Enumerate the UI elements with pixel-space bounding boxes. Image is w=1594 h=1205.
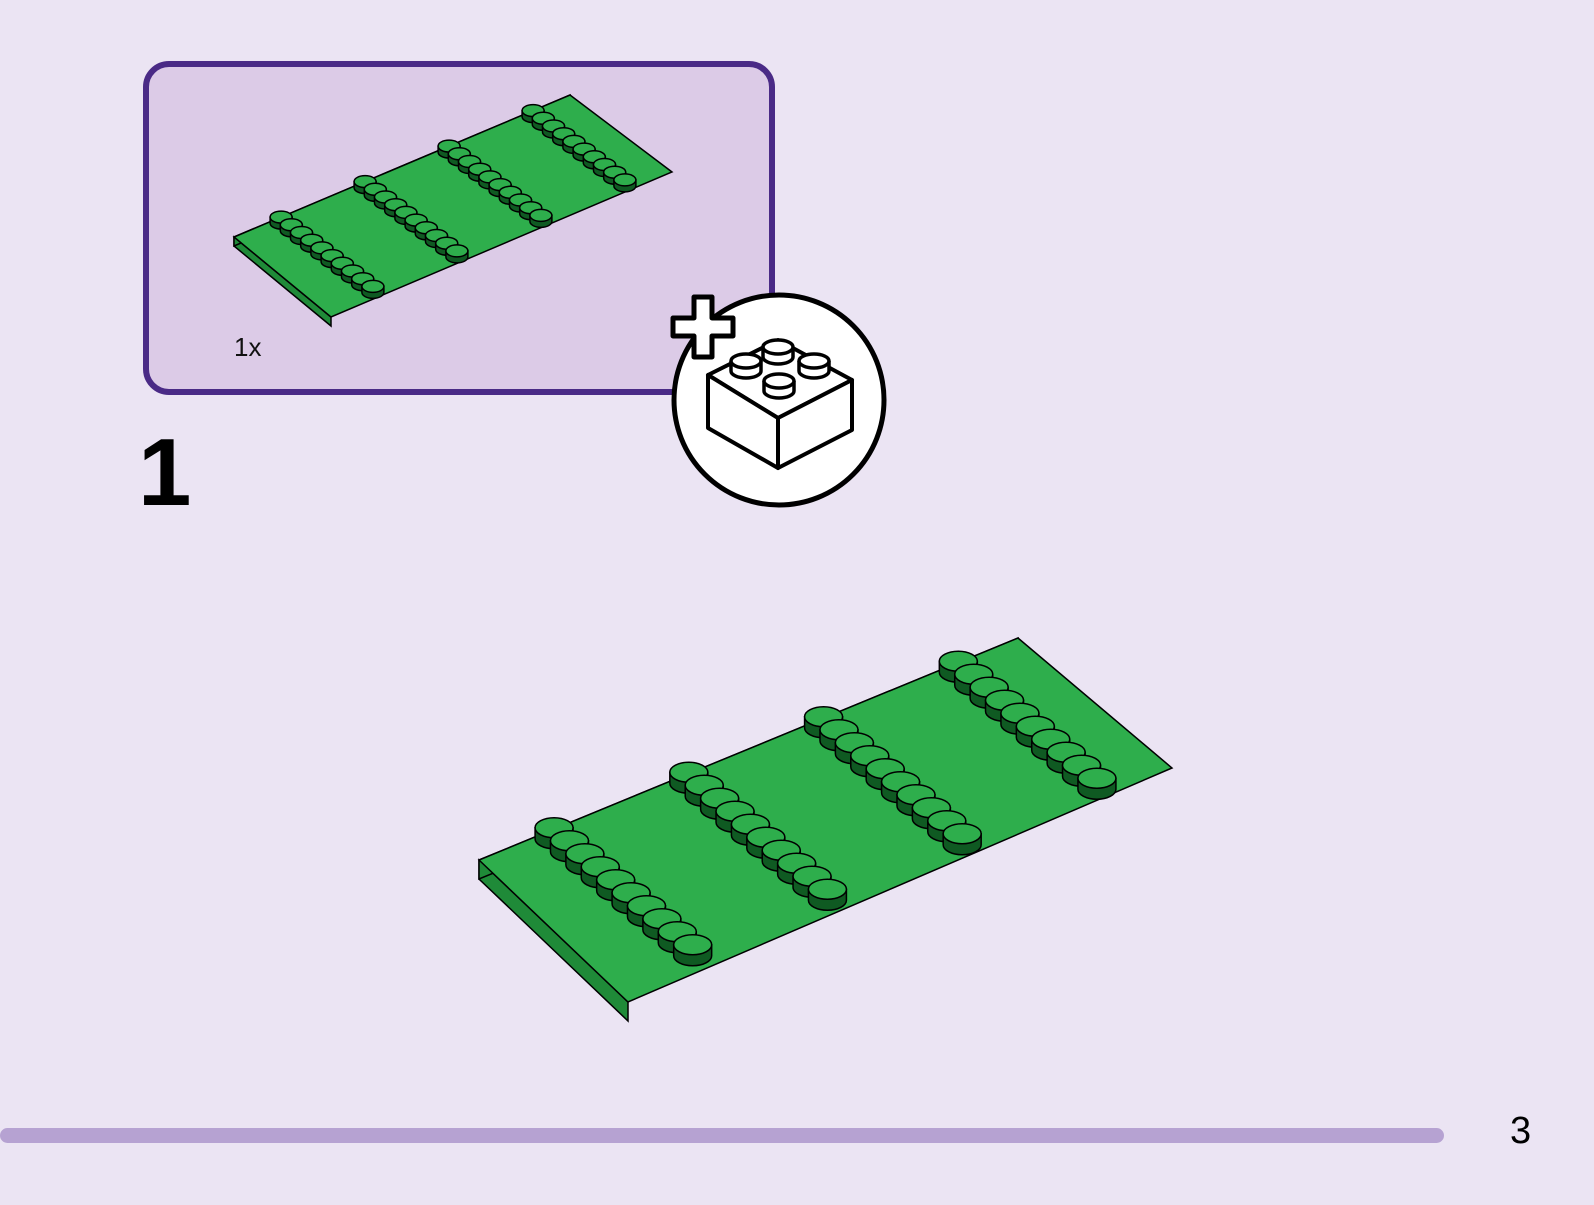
plate-stud xyxy=(361,279,385,300)
plate-stud xyxy=(529,208,553,229)
plate-stud xyxy=(942,823,982,856)
plate-stud xyxy=(613,173,637,193)
new-brick-badge xyxy=(670,292,887,508)
part-quantity: 1x xyxy=(234,332,262,362)
progress-bar xyxy=(0,1128,1444,1143)
step-number: 1 xyxy=(138,419,192,526)
add-new-brick-icon xyxy=(670,294,854,470)
plate-stud xyxy=(807,878,848,911)
plate-stud xyxy=(672,934,713,967)
plate-stud xyxy=(445,244,469,264)
callout-plate-image xyxy=(232,93,674,328)
page-number: 3 xyxy=(1510,1110,1532,1152)
step-plate-image xyxy=(477,636,1174,1023)
plate-stud xyxy=(1077,767,1117,800)
